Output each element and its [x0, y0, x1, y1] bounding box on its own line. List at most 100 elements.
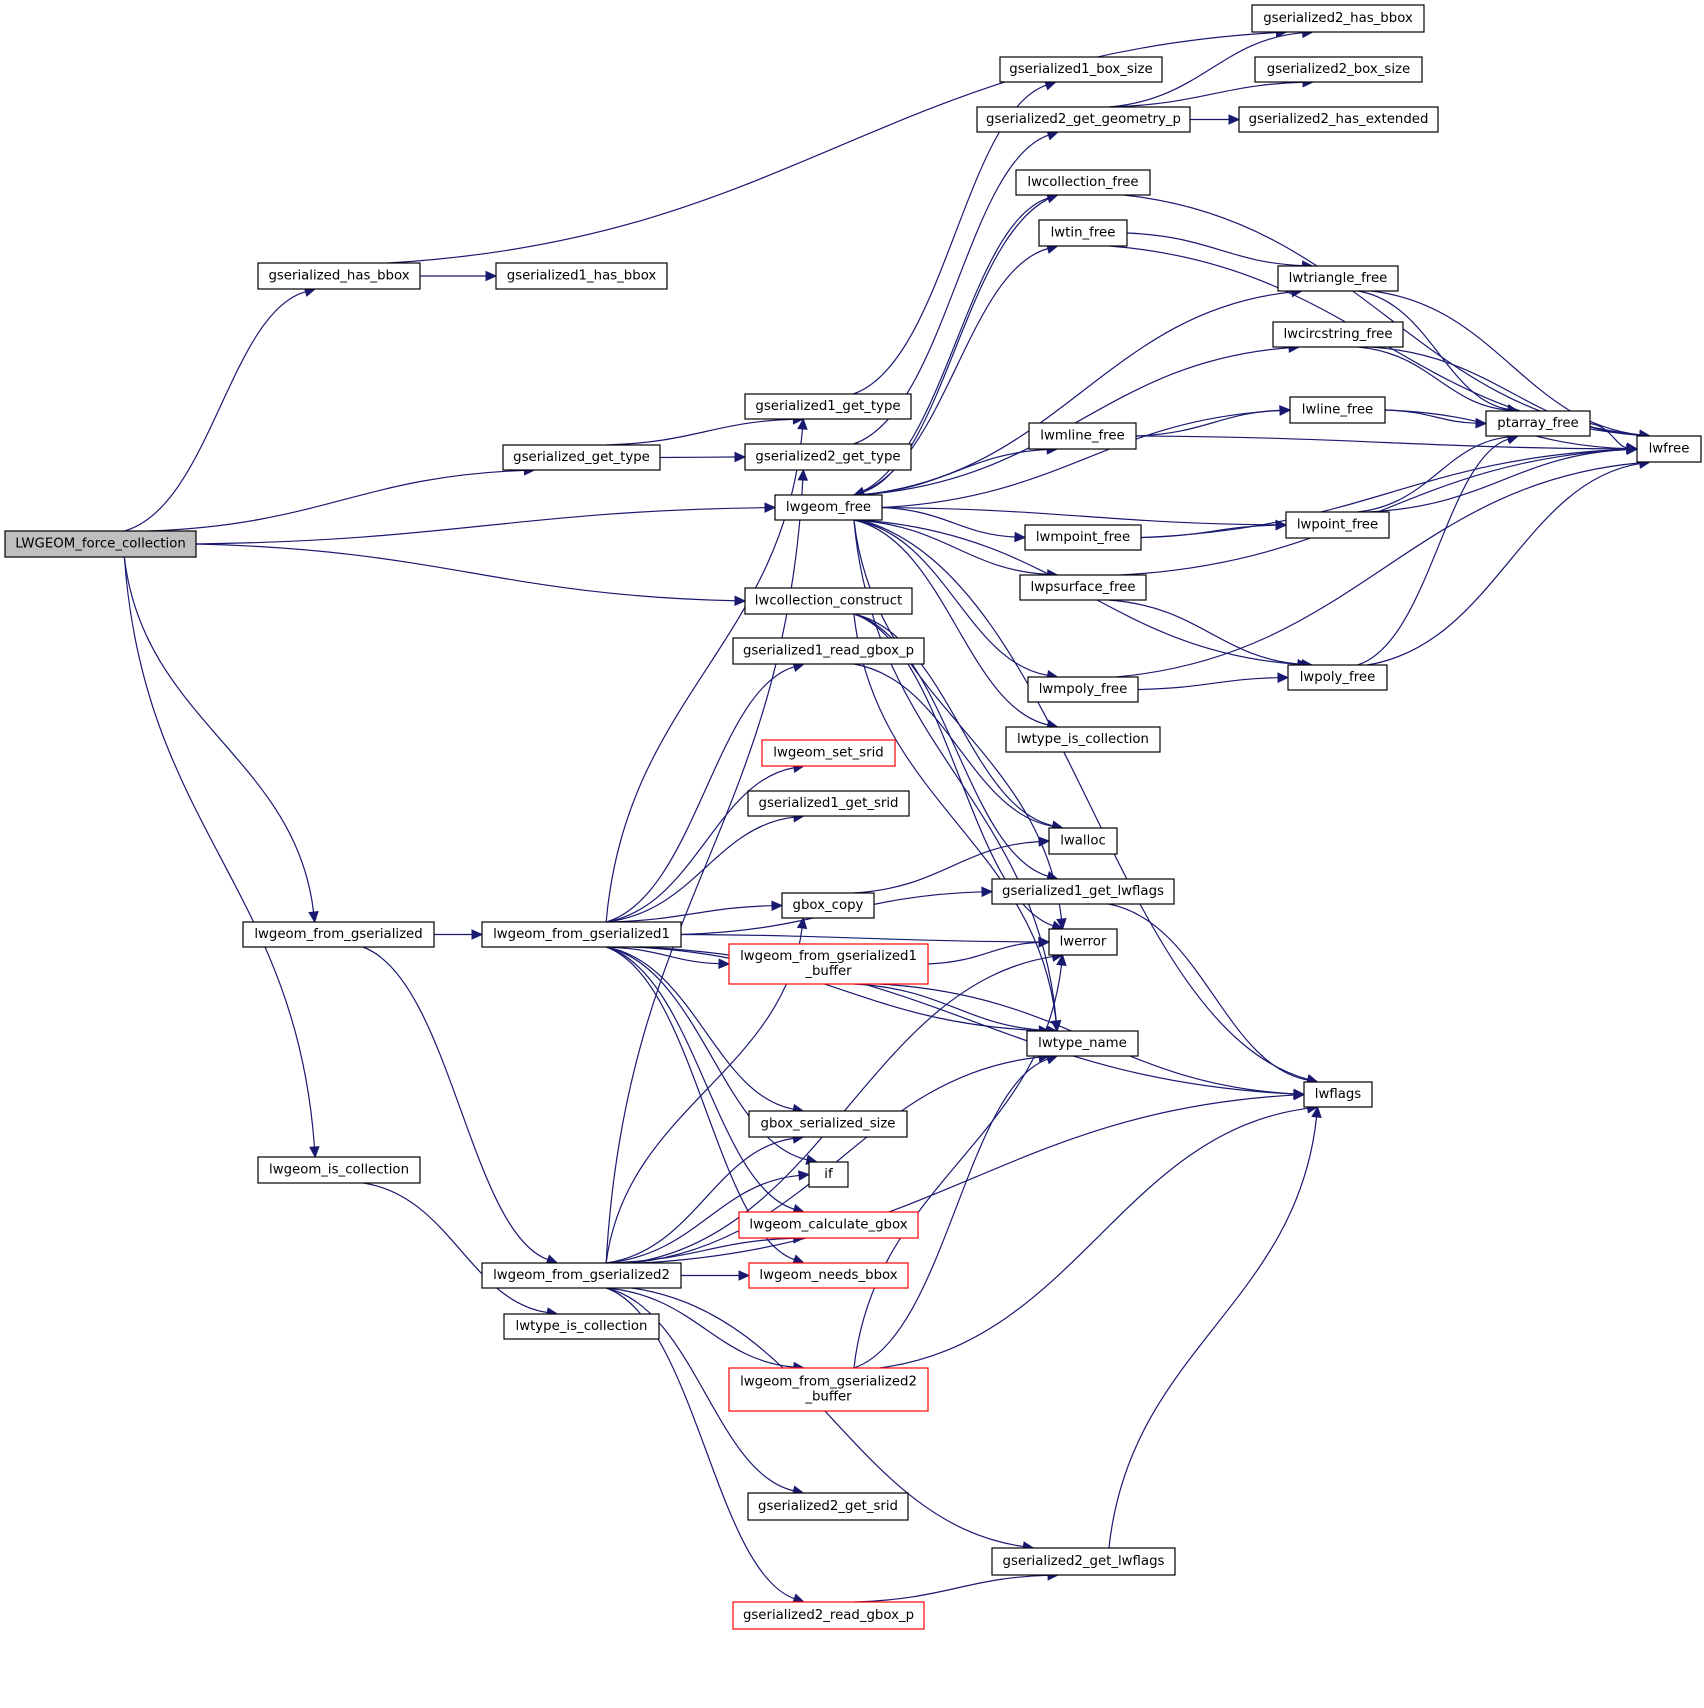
node-lwgeom-from-gserialized[interactable]: lwgeom_from_gserialized: [242, 921, 435, 948]
node-box: [1289, 396, 1386, 424]
node-gserialized2-read-gbox-p[interactable]: gserialized2_read_gbox_p: [732, 1601, 925, 1630]
edge-line: [1108, 81, 1304, 108]
node-lwmpoint-free[interactable]: lwmpoint_free: [1024, 524, 1142, 551]
edge-line: [1357, 346, 1509, 411]
node-gbox-copy[interactable]: gbox_copy: [781, 892, 875, 919]
node-box: [732, 637, 925, 665]
node-box: [1485, 410, 1591, 437]
node-box: [1028, 422, 1137, 450]
node-lwtin-free[interactable]: lwtin_free: [1038, 219, 1128, 247]
node-gserialized2-get-geometry-p[interactable]: gserialized2_get_geometry_p: [976, 106, 1191, 133]
node-box: [257, 1156, 421, 1184]
edge-line: [1368, 448, 1628, 513]
node-gserialized1-get-type[interactable]: gserialized1_get_type: [744, 393, 912, 420]
node-lwcircstring-free[interactable]: lwcircstring_free: [1272, 321, 1404, 348]
edge-lwgeom-force-collection-to-lwgeom-from-gserialized: [123, 556, 319, 924]
node-lwflags[interactable]: lwflags: [1303, 1081, 1373, 1108]
node-box: [991, 1547, 1176, 1576]
edge-line: [606, 1174, 800, 1264]
node-label: lwgeom_needs_bbox: [759, 1268, 897, 1283]
edge-line: [363, 1182, 548, 1314]
node-lwgeom-from-gserialized1-buffer[interactable]: lwgeom_from_gserialized1_buffer: [728, 943, 929, 985]
node-lwgeom-set-srid[interactable]: lwgeom_set_srid: [761, 739, 896, 767]
node-lwgeom-calculate-gbox[interactable]: lwgeom_calculate_gbox: [738, 1211, 919, 1239]
node-gserialized-get-type[interactable]: gserialized_get_type: [502, 444, 661, 471]
edge-line: [1108, 599, 1303, 665]
edge-line: [1589, 422, 1628, 449]
node-lwfree[interactable]: lwfree: [1636, 435, 1702, 463]
node-lwcollection-construct[interactable]: lwcollection_construct: [744, 587, 913, 615]
node-box: [1019, 574, 1147, 601]
node-lwpoly-free[interactable]: lwpoly_free: [1287, 664, 1388, 691]
node-box: [1024, 524, 1142, 551]
edge-lwgeom-from-gserialized1-to-lwgeom-calculate-gbox: [606, 946, 805, 1215]
node-lwtype-is-collection-r[interactable]: lwtype_is_collection: [1005, 726, 1161, 753]
node-gserialized-has-bbox[interactable]: gserialized_has_bbox: [257, 262, 421, 290]
edge-lwpsurface-free-to-lwfree: [1120, 444, 1639, 576]
node-lwalloc[interactable]: lwalloc: [1048, 827, 1118, 855]
node-label: lwcircstring_free: [1283, 327, 1392, 342]
node-lwgeom-free[interactable]: lwgeom_free: [774, 494, 883, 521]
node-box: [495, 262, 668, 290]
node-lwgeom-needs-bbox[interactable]: lwgeom_needs_bbox: [748, 1262, 909, 1289]
node-ptarray-free[interactable]: ptarray_free: [1485, 410, 1591, 437]
edge-lwgeom-free-to-lwline-free: [881, 405, 1292, 509]
node-lwtype-name[interactable]: lwtype_name: [1026, 1030, 1139, 1057]
node-gserialized2-box-size[interactable]: gserialized2_box_size: [1254, 56, 1423, 83]
node-lwpsurface-free[interactable]: lwpsurface_free: [1019, 574, 1147, 601]
edge-gserialized2-get-geometry-p-to-gserialized2-has-extended: [1190, 114, 1241, 125]
edge-line: [362, 946, 549, 1261]
node-gserialized1-get-lwflags[interactable]: gserialized1_get_lwflags: [991, 878, 1175, 905]
node-lwmpoly-free[interactable]: lwmpoly_free: [1027, 676, 1139, 703]
edge-line: [1384, 409, 1477, 424]
node-gserialized1-get-srid[interactable]: gserialized1_get_srid: [747, 790, 910, 817]
node-lwgeom-from-gserialized2[interactable]: lwgeom_from_gserialized2: [481, 1262, 682, 1289]
edge-line: [853, 197, 1049, 496]
node-label: lwtriangle_free: [1289, 271, 1388, 286]
node-gserialized2-get-type[interactable]: gserialized2_get_type: [744, 443, 912, 471]
node-box: [774, 494, 883, 521]
node-label: _buffer: [804, 964, 852, 979]
node-lwgeom-from-gserialized2-buffer[interactable]: lwgeom_from_gserialized2_buffer: [728, 1367, 929, 1412]
node-gserialized1-has-bbox[interactable]: gserialized1_has_bbox: [495, 262, 668, 290]
node-label: gbox_serialized_size: [761, 1117, 896, 1132]
edge-line: [1357, 438, 1509, 666]
edge-lwcollection-free-to-lwfree: [1123, 194, 1652, 441]
node-gserialized2-get-srid[interactable]: gserialized2_get_srid: [747, 1492, 909, 1521]
node-gserialized2-has-extended[interactable]: gserialized2_has_extended: [1238, 106, 1439, 133]
node-lwpoint-free[interactable]: lwpoint_free: [1285, 511, 1390, 539]
node-label: gserialized_has_bbox: [268, 269, 409, 284]
node-gserialized1-read-gbox-p[interactable]: gserialized1_read_gbox_p: [732, 637, 925, 665]
node-lwcollection-free[interactable]: lwcollection_free: [1015, 169, 1151, 196]
edge-lwline-free-to-ptarray-free: [1384, 409, 1488, 429]
node-label: gserialized1_read_gbox_p: [743, 644, 914, 659]
node-label: lwcollection_construct: [755, 594, 902, 609]
node-gbox-serialized-size[interactable]: gbox_serialized_size: [748, 1110, 908, 1138]
arrowhead-icon: [796, 916, 808, 930]
node-lwgeom-force-collection[interactable]: LWGEOM_force_collection: [4, 530, 197, 558]
node-label: lwerror: [1060, 935, 1107, 950]
edge-line: [881, 409, 1281, 509]
node-gserialized2-get-lwflags[interactable]: gserialized2_get_lwflags: [991, 1547, 1176, 1576]
node-lwtype-is-collection-l[interactable]: lwtype_is_collection: [503, 1313, 660, 1340]
edge-line: [927, 941, 1040, 965]
edge-line: [853, 840, 1040, 894]
edge-line: [631, 946, 1040, 1032]
edge-line: [606, 946, 794, 1110]
node-if[interactable]: if: [808, 1161, 849, 1188]
edge-line: [1135, 435, 1628, 450]
node-lwgeom-from-gserialized1[interactable]: lwgeom_from_gserialized1: [481, 921, 682, 948]
node-box: [732, 1601, 925, 1630]
edge-line: [881, 506, 1277, 526]
node-lwgeom-is-collection[interactable]: lwgeom_is_collection: [257, 1156, 421, 1184]
node-lwline-free[interactable]: lwline_free: [1289, 396, 1386, 424]
node-gserialized2-has-bbox[interactable]: gserialized2_has_bbox: [1251, 4, 1425, 33]
nodes-layer: LWGEOM_force_collection gserialized_has_b…: [4, 4, 1702, 1630]
edge-lwgeom-force-collection-to-lwgeom-free: [195, 502, 777, 545]
arrowhead-icon: [771, 900, 784, 911]
node-gserialized1-box-size[interactable]: gserialized1_box_size: [999, 56, 1163, 83]
node-label: gserialized2_box_size: [1267, 62, 1410, 77]
node-lwmline-free[interactable]: lwmline_free: [1028, 422, 1137, 450]
node-lwtriangle-free[interactable]: lwtriangle_free: [1277, 265, 1399, 292]
node-lwerror[interactable]: lwerror: [1048, 928, 1118, 956]
